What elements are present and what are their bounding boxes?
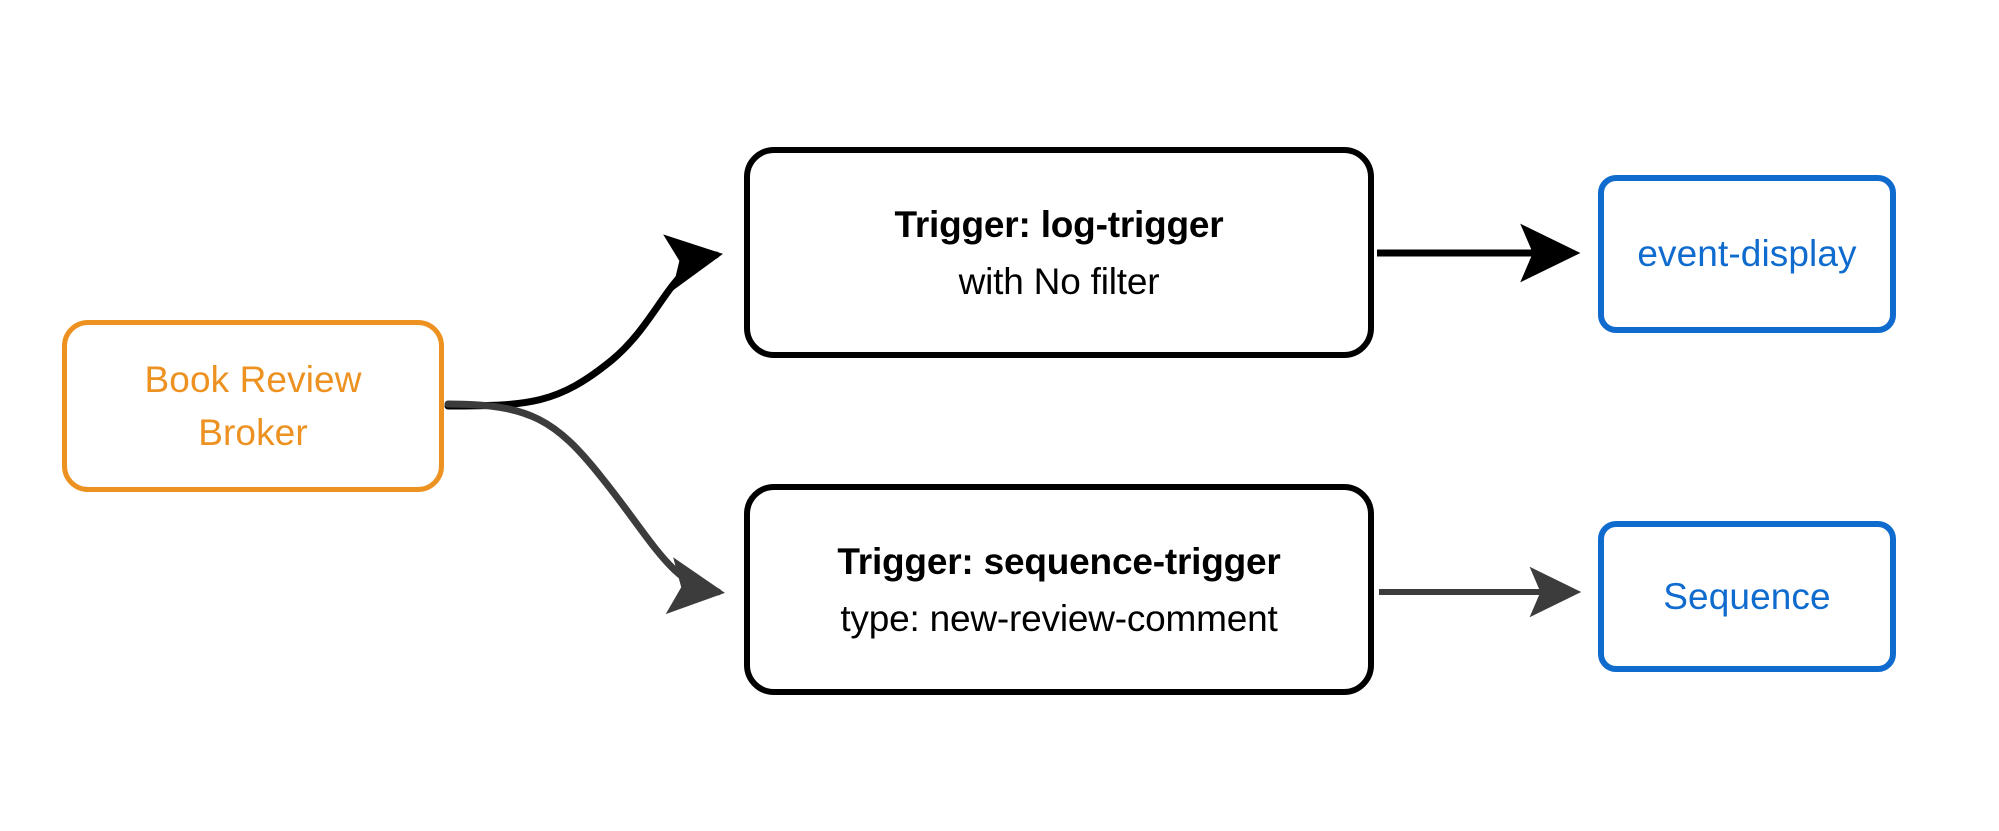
node-trigger-log-trigger[interactable]: Trigger: log-trigger with No filter: [744, 147, 1374, 358]
node-event-display[interactable]: event-display: [1598, 175, 1896, 333]
trigger-log-title: Trigger: log-trigger: [894, 203, 1224, 245]
node-trigger-sequence-trigger[interactable]: Trigger: sequence-trigger type: new-revi…: [744, 484, 1374, 695]
event-display-label: event-display: [1637, 233, 1857, 274]
broker-label-line1: Book Review: [144, 359, 362, 400]
node-book-review-broker[interactable]: Book Review Broker: [62, 320, 444, 492]
trigger-sequence-title: Trigger: sequence-trigger: [837, 540, 1281, 582]
trigger-sequence-subtitle: type: new-review-comment: [840, 597, 1278, 639]
edge-broker-to-sequence-trigger: [444, 400, 725, 615]
edge-broker-to-log-trigger: [444, 234, 723, 410]
trigger-log-subtitle: with No filter: [958, 260, 1160, 302]
broker-label-line2: Broker: [198, 412, 308, 453]
node-sequence[interactable]: Sequence: [1598, 521, 1896, 672]
sequence-label: Sequence: [1663, 575, 1831, 617]
